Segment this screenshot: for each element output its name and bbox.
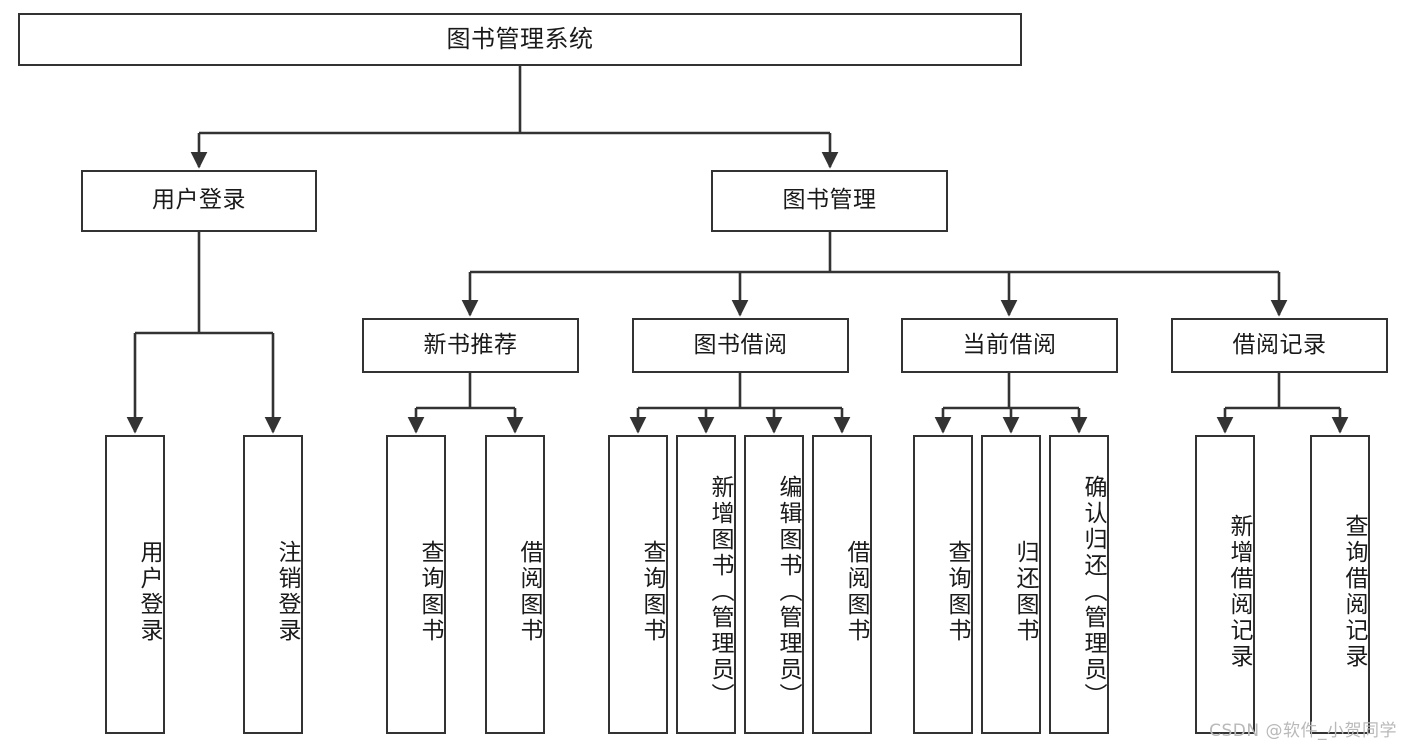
node-user-login[interactable]: 用户登录 (81, 170, 317, 232)
leaf-query-books-current-label: 查询图书 (944, 539, 970, 644)
leaf-user-login-label: 用户登录 (136, 539, 162, 644)
leaf-add-book-admin-label: 新增图书（管理员） (707, 474, 733, 709)
leaf-borrow-book[interactable]: 借阅图书 (812, 435, 872, 734)
leaf-confirm-return-admin[interactable]: 确认归还（管理员） (1049, 435, 1109, 734)
leaf-logout[interactable]: 注销登录 (243, 435, 303, 734)
leaf-return-book[interactable]: 归还图书 (981, 435, 1041, 734)
leaf-add-book-admin[interactable]: 新增图书（管理员） (676, 435, 736, 734)
node-current-borrow[interactable]: 当前借阅 (901, 318, 1118, 373)
leaf-user-login[interactable]: 用户登录 (105, 435, 165, 734)
leaf-query-borrow-record[interactable]: 查询借阅记录 (1310, 435, 1370, 734)
node-new-book-recommend-label: 新书推荐 (423, 331, 518, 358)
leaf-add-borrow-record-label: 新增借阅记录 (1226, 513, 1252, 670)
leaf-query-books-current[interactable]: 查询图书 (913, 435, 973, 734)
node-current-borrow-label: 当前借阅 (962, 331, 1057, 358)
leaf-edit-book-admin-label: 编辑图书（管理员） (775, 474, 801, 709)
node-borrow-records-label: 借阅记录 (1232, 331, 1327, 358)
leaf-query-books-borrow-label: 查询图书 (639, 539, 665, 644)
node-book-management[interactable]: 图书管理 (711, 170, 948, 232)
leaf-query-books-recommend-label: 查询图书 (417, 539, 443, 644)
node-book-borrow-label: 图书借阅 (693, 331, 788, 358)
leaf-borrow-book-label: 借阅图书 (843, 539, 869, 644)
leaf-borrow-books-recommend-label: 借阅图书 (516, 539, 542, 644)
leaf-edit-book-admin[interactable]: 编辑图书（管理员） (744, 435, 804, 734)
node-root[interactable]: 图书管理系统 (18, 13, 1022, 66)
leaf-add-borrow-record[interactable]: 新增借阅记录 (1195, 435, 1255, 734)
leaf-query-borrow-record-label: 查询借阅记录 (1341, 513, 1367, 670)
leaf-borrow-books-recommend[interactable]: 借阅图书 (485, 435, 545, 734)
leaf-query-books-recommend[interactable]: 查询图书 (386, 435, 446, 734)
node-root-label: 图书管理系统 (446, 25, 594, 54)
node-book-management-label: 图书管理 (782, 187, 877, 214)
node-user-login-label: 用户登录 (152, 187, 246, 214)
leaf-query-books-borrow[interactable]: 查询图书 (608, 435, 668, 734)
leaf-logout-label: 注销登录 (274, 539, 300, 644)
node-book-borrow[interactable]: 图书借阅 (632, 318, 849, 373)
leaf-return-book-label: 归还图书 (1012, 539, 1038, 644)
node-borrow-records[interactable]: 借阅记录 (1171, 318, 1388, 373)
leaf-confirm-return-admin-label: 确认归还（管理员） (1080, 474, 1106, 709)
node-new-book-recommend[interactable]: 新书推荐 (362, 318, 579, 373)
